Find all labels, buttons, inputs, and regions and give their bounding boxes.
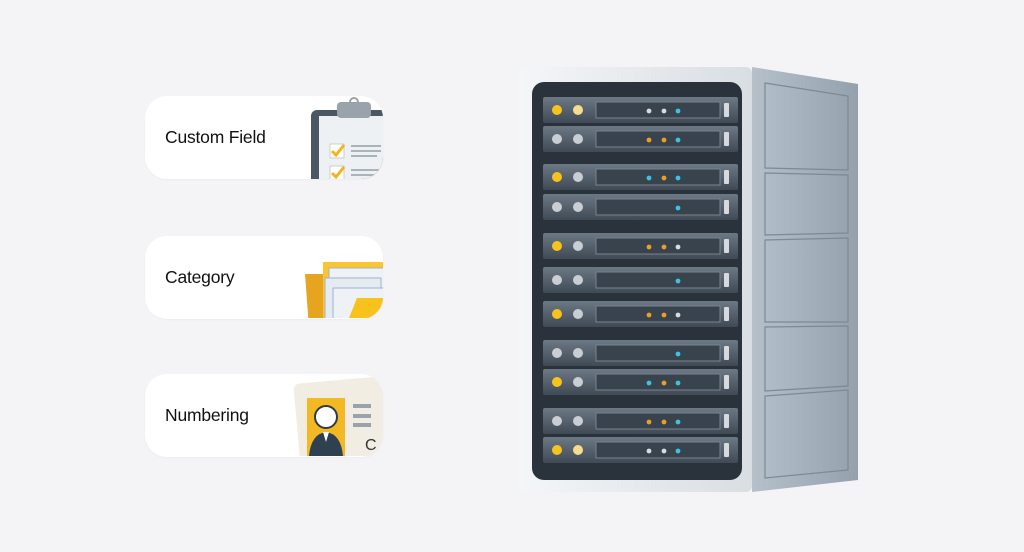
status-led: [573, 348, 583, 358]
activity-dot: [675, 419, 681, 425]
activity-dot: [675, 108, 681, 114]
card-label: Custom Field: [165, 127, 266, 147]
card-label: Numbering: [165, 405, 249, 425]
status-led: [552, 275, 562, 285]
status-led: [552, 172, 562, 182]
server-drive-unit: [543, 233, 738, 259]
activity-dot: [675, 137, 681, 143]
status-led: [573, 445, 583, 455]
numbering-card[interactable]: Numbering C: [145, 374, 383, 457]
activity-dot: [646, 108, 652, 114]
activity-dot: [675, 351, 681, 357]
id-card-icon: C: [293, 375, 383, 456]
activity-dot: [675, 205, 681, 211]
server-drive-unit: [543, 408, 738, 434]
activity-dot: [646, 137, 652, 143]
activity-dot: [661, 312, 667, 318]
activity-dot: [646, 175, 652, 181]
status-led: [573, 105, 583, 115]
status-led: [552, 105, 562, 115]
server-drive-unit: [543, 437, 738, 463]
server-drive-unit: [543, 194, 738, 220]
status-led: [552, 416, 562, 426]
card-label: Category: [165, 267, 235, 287]
server-drive-unit: [543, 369, 738, 395]
server-drive-unit: [543, 97, 738, 123]
status-led: [573, 275, 583, 285]
activity-dot: [675, 175, 681, 181]
folder-documents-icon: [305, 262, 383, 318]
svg-text:C: C: [365, 437, 377, 454]
clipboard-checklist-icon: [311, 97, 383, 179]
activity-dot: [661, 419, 667, 425]
status-led: [573, 172, 583, 182]
status-led: [573, 416, 583, 426]
status-led: [552, 202, 562, 212]
activity-dot: [661, 137, 667, 143]
activity-dot: [661, 175, 667, 181]
status-led: [552, 134, 562, 144]
activity-dot: [675, 312, 681, 318]
activity-dot: [646, 448, 652, 454]
status-led: [573, 309, 583, 319]
status-led: [573, 134, 583, 144]
status-led: [573, 202, 583, 212]
activity-dot: [675, 448, 681, 454]
server-drive-unit: [543, 126, 738, 152]
custom-field-card[interactable]: Custom Field: [145, 96, 383, 179]
status-led: [573, 377, 583, 387]
status-led: [552, 377, 562, 387]
activity-dot: [661, 380, 667, 386]
activity-dot: [646, 244, 652, 250]
activity-dot: [646, 312, 652, 318]
activity-dot: [661, 448, 667, 454]
status-led: [552, 445, 562, 455]
status-led: [552, 241, 562, 251]
activity-dot: [675, 278, 681, 284]
server-drive-unit: [543, 301, 738, 327]
status-led: [573, 241, 583, 251]
activity-dot: [661, 108, 667, 114]
activity-dot: [646, 380, 652, 386]
activity-dot: [661, 244, 667, 250]
activity-dot: [675, 244, 681, 250]
category-card[interactable]: Category: [145, 236, 383, 319]
server-side-panel: [752, 67, 858, 492]
server-drive-unit: [543, 267, 738, 293]
activity-dot: [675, 380, 681, 386]
server-drive-unit: [543, 340, 738, 366]
status-led: [552, 309, 562, 319]
status-led: [552, 348, 562, 358]
server-drive-unit: [543, 164, 738, 190]
activity-dot: [646, 419, 652, 425]
